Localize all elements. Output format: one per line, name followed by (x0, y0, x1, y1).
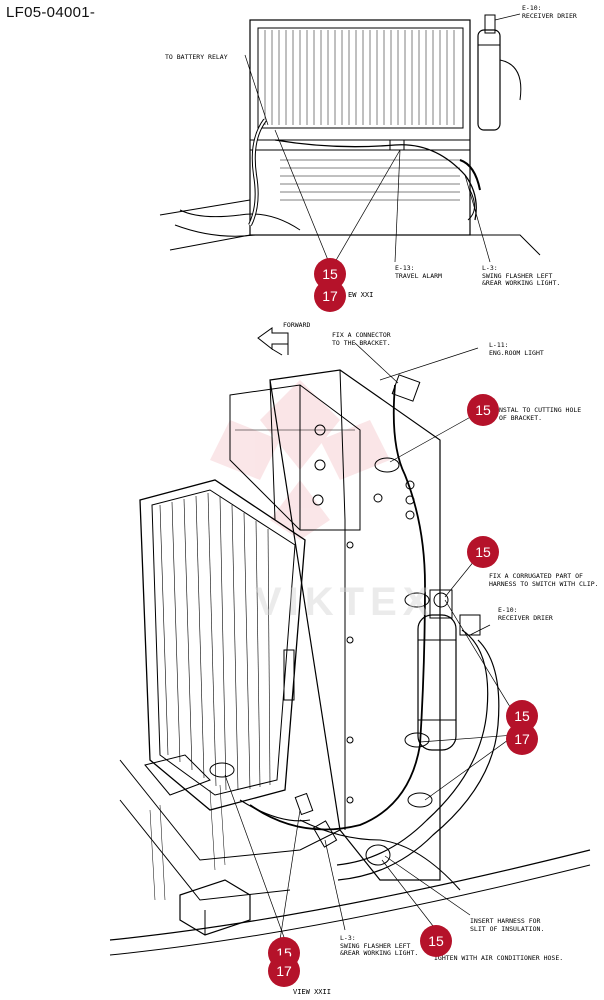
callout-15: 15 (467, 536, 499, 568)
label-travel-alarm: E-13: TRAVEL ALARM (395, 264, 442, 280)
callout-15: 15 (467, 394, 499, 426)
callout-17: 17 (314, 280, 346, 312)
watermark-text: VIKTEX (255, 580, 436, 624)
label-view-xxi: EW XXI (348, 291, 374, 299)
callout-17: 17 (268, 955, 300, 987)
label-swing-flasher-bottom: L-3: SWING FLASHER LEFT &REAR WORKING LI… (340, 934, 419, 957)
top-radiator-assembly (159, 13, 541, 266)
label-tighten: IGHTEN WITH AIR CONDITIONER HOSE. (434, 954, 564, 962)
label-top-receiver-drier: E-10: RECEIVER DRIER (522, 4, 577, 20)
label-forward: FORWARD (283, 321, 311, 329)
callout-15: 15 (420, 925, 452, 957)
callout-17: 17 (506, 723, 538, 755)
label-eng-room-light: L-11: ENG.ROOM LIGHT (489, 341, 544, 357)
label-receiver-drier: E-10: RECEIVER DRIER (498, 606, 553, 622)
bottom-assembly (109, 342, 591, 956)
label-install-cutting: NSTAL TO CUTTING HOLE OF BRACKET. (499, 406, 582, 422)
radiator-fins-top (264, 30, 455, 125)
label-to-battery-relay: TO BATTERY RELAY (165, 53, 228, 61)
page-title: LF05-04001- (6, 4, 96, 21)
label-fix-corrugated: FIX A CORRUGATED PART OF HARNESS TO SWIT… (489, 572, 599, 588)
label-insert-harness: INSERT HARNESS FOR SLIT OF INSULATION. (470, 917, 545, 933)
label-fix-connector: FIX A CONNECTOR TO THE BRACKET. (332, 331, 391, 347)
label-view-xxii: VIEW XXII (293, 988, 331, 996)
radiator-fins-bottom (159, 492, 271, 791)
label-swing-flasher-top: L-3: SWING FLASHER LEFT &REAR WORKING LI… (482, 264, 561, 287)
forward-arrow-icon (257, 327, 289, 356)
